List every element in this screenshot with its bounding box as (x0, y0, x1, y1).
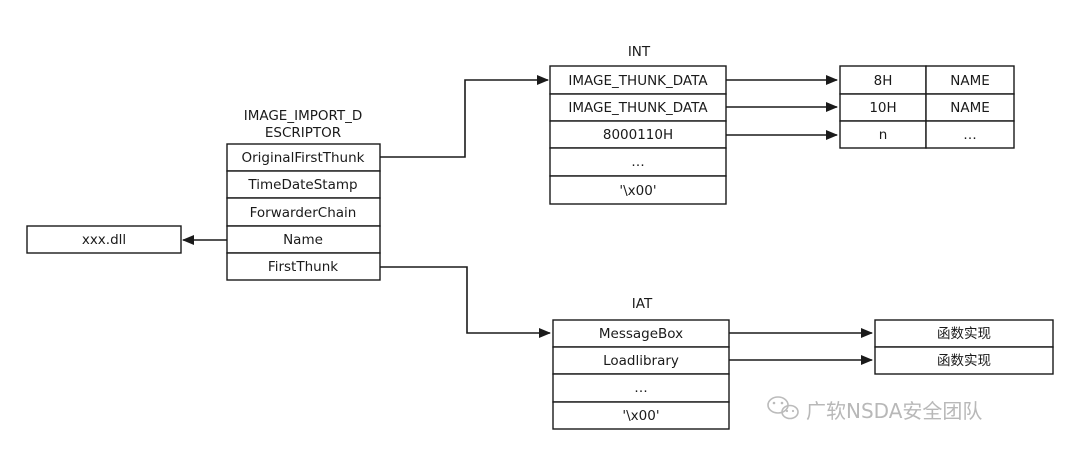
int-row-box (549, 93, 727, 122)
function-cell-box (874, 346, 1054, 375)
watermark: 广软NSDA安全团队 (767, 396, 982, 423)
arrow-originalfirstthunk-to-int (380, 75, 549, 158)
dll-box: xxx.dll (26, 225, 182, 254)
function-impl-2: 函数实现 (937, 353, 991, 369)
descriptor-field-timedatestamp: TimeDateStamp (247, 177, 357, 193)
dll-rect (26, 225, 182, 254)
import-descriptor: IMAGE_IMPORT_D ESCRIPTOR OriginalFirstTh… (226, 108, 381, 281)
arrow-firstthunk-to-iat (380, 266, 551, 338)
int-table: INT IMAGE_THUNK_DATA IMAGE_THUNK_DATA 80… (549, 44, 727, 205)
descriptor-field-forwarderchain: ForwarderChain (250, 205, 357, 221)
name-cell-3: … (963, 127, 977, 143)
descriptor-field-box (226, 252, 381, 281)
connectors (182, 75, 873, 365)
descriptor-field-box (226, 225, 381, 254)
int-row-box (549, 175, 727, 205)
int-row-2: IMAGE_THUNK_DATA (568, 100, 708, 116)
iat-row-2: Loadlibrary (603, 353, 679, 369)
descriptor-field-box (226, 197, 381, 227)
int-row-box (549, 65, 727, 95)
iat-row-box (552, 319, 730, 348)
descriptor-title-line2: ESCRIPTOR (265, 125, 341, 141)
name-cell-1: NAME (950, 73, 990, 89)
hint-cell-1: 8H (874, 73, 893, 89)
function-impl-table: 函数实现 函数实现 (874, 319, 1054, 375)
hint-cell-box (839, 120, 927, 149)
int-row-1: IMAGE_THUNK_DATA (568, 73, 708, 89)
hint-cell-3: n (879, 127, 888, 143)
int-row-4: … (631, 154, 645, 170)
iat-title: IAT (632, 296, 653, 312)
name-cell-2: NAME (950, 100, 990, 116)
descriptor-field-name: Name (283, 232, 323, 248)
iat-row-box (552, 401, 730, 430)
name-cell-box (925, 93, 1015, 122)
descriptor-title-line1: IMAGE_IMPORT_D (244, 108, 363, 124)
int-row-5: '\x00' (619, 183, 656, 199)
int-row-box (549, 147, 727, 177)
descriptor-field-originalfirstthunk: OriginalFirstThunk (242, 150, 365, 166)
iat-row-box (552, 373, 730, 403)
int-title: INT (628, 44, 651, 60)
iat-row-1: MessageBox (599, 326, 683, 342)
function-impl-1: 函数实现 (937, 326, 991, 342)
descriptor-field-firstthunk: FirstThunk (268, 259, 338, 275)
iat-row-3: … (634, 380, 648, 396)
hint-cell-box (839, 93, 927, 122)
hint-name-table: 8H NAME 10H NAME n … (839, 65, 1015, 149)
watermark-text: 广软NSDA安全团队 (806, 399, 982, 423)
iat-row-box (552, 346, 730, 375)
dll-label: xxx.dll (82, 232, 126, 248)
wechat-icon (767, 396, 799, 420)
hint-cell-2: 10H (869, 100, 896, 116)
int-row-3: 8000110H (603, 127, 673, 143)
iat-table: IAT MessageBox Loadlibrary … '\x00' (552, 296, 730, 430)
name-cell-box (925, 120, 1015, 149)
descriptor-field-box (226, 143, 381, 172)
iat-row-4: '\x00' (622, 408, 659, 424)
